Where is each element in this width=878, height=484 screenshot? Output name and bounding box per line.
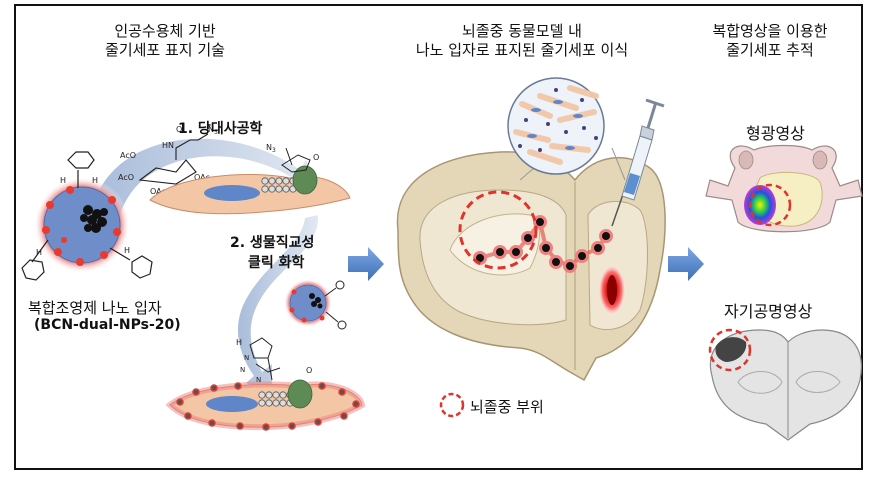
legend-stroke-site: 뇌졸중 부위 bbox=[470, 398, 544, 416]
header-labeling-technique: 인공수용체 기반 줄기세포 표지 기술 bbox=[80, 22, 250, 60]
small-nanoparticle bbox=[284, 279, 347, 330]
carbonyl-o-label: O bbox=[176, 125, 182, 134]
nanoparticle-name: 복합조영제 나노 입자 bbox=[28, 299, 162, 317]
nanoparticle-code: (BCN-dual-NPs-20) bbox=[34, 317, 181, 333]
header-col2-line1: 뇌졸중 동물모델 내 bbox=[462, 22, 582, 40]
diagram-frame bbox=[14, 4, 863, 470]
h-label-b: H bbox=[92, 176, 98, 185]
curved-arrow-bottom bbox=[237, 215, 319, 395]
nanoparticle: H H H H bbox=[21, 151, 153, 281]
header-col3-line1: 복합영상을 이용한 bbox=[712, 22, 828, 40]
ring-o-label: O bbox=[313, 153, 319, 162]
arrow-to-brain bbox=[348, 247, 384, 281]
arrow-to-imaging bbox=[668, 247, 704, 281]
acetyl-label-3: OAc bbox=[194, 173, 210, 182]
fluorescence-label: 형광영상 bbox=[746, 124, 805, 143]
stem-cell-top bbox=[149, 147, 351, 215]
mri-label: 자기공명영상 bbox=[724, 302, 813, 321]
azide-label: N3 bbox=[208, 125, 218, 136]
stem-cell-bottom bbox=[165, 337, 366, 431]
tissue-magnifier bbox=[507, 77, 626, 181]
h-label-d: H bbox=[124, 246, 130, 255]
step2-label-line1: 2. 생물직교성 bbox=[230, 235, 315, 251]
azide-label-cell: N3 bbox=[266, 143, 276, 154]
brain-section bbox=[396, 151, 666, 382]
triazole-n2: N bbox=[240, 366, 245, 374]
triazole-n1: N bbox=[244, 354, 249, 362]
syringe bbox=[611, 98, 665, 227]
legend-dashed-circle bbox=[439, 392, 465, 418]
acetyl-label-1: AcO bbox=[120, 151, 136, 160]
oac-label: OAc bbox=[150, 187, 166, 196]
header-tracking: 복합영상을 이용한 줄기세포 추적 bbox=[685, 22, 855, 60]
step2-label-line2: 클릭 화학 bbox=[248, 255, 305, 271]
ring-o-label-2: O bbox=[306, 366, 312, 375]
h-label-e: H bbox=[236, 338, 242, 347]
triazole-n3: N bbox=[256, 376, 261, 384]
header-col1-line1: 인공수용체 기반 bbox=[114, 22, 216, 40]
header-col2-line2: 나노 입자로 표지된 줄기세포 이식 bbox=[415, 41, 629, 59]
mouse-fluorescence-image bbox=[705, 144, 863, 233]
sugar-molecule-azide bbox=[138, 133, 209, 185]
acetyl-label-2: AcO bbox=[118, 173, 134, 182]
header-transplantation: 뇌졸중 동물모델 내 나노 입자로 표지된 줄기세포 이식 bbox=[372, 22, 672, 60]
mri-brain-image bbox=[708, 328, 862, 441]
curved-arrow-top bbox=[95, 138, 318, 215]
h-label-a: H bbox=[60, 176, 66, 185]
h-label-c: H bbox=[36, 248, 42, 257]
step1-label: 1. 당대사공학 bbox=[178, 121, 263, 137]
header-col1-line2: 줄기세포 표지 기술 bbox=[105, 41, 225, 59]
header-col3-line2: 줄기세포 추적 bbox=[726, 41, 814, 59]
hn-label: HN bbox=[162, 141, 174, 150]
